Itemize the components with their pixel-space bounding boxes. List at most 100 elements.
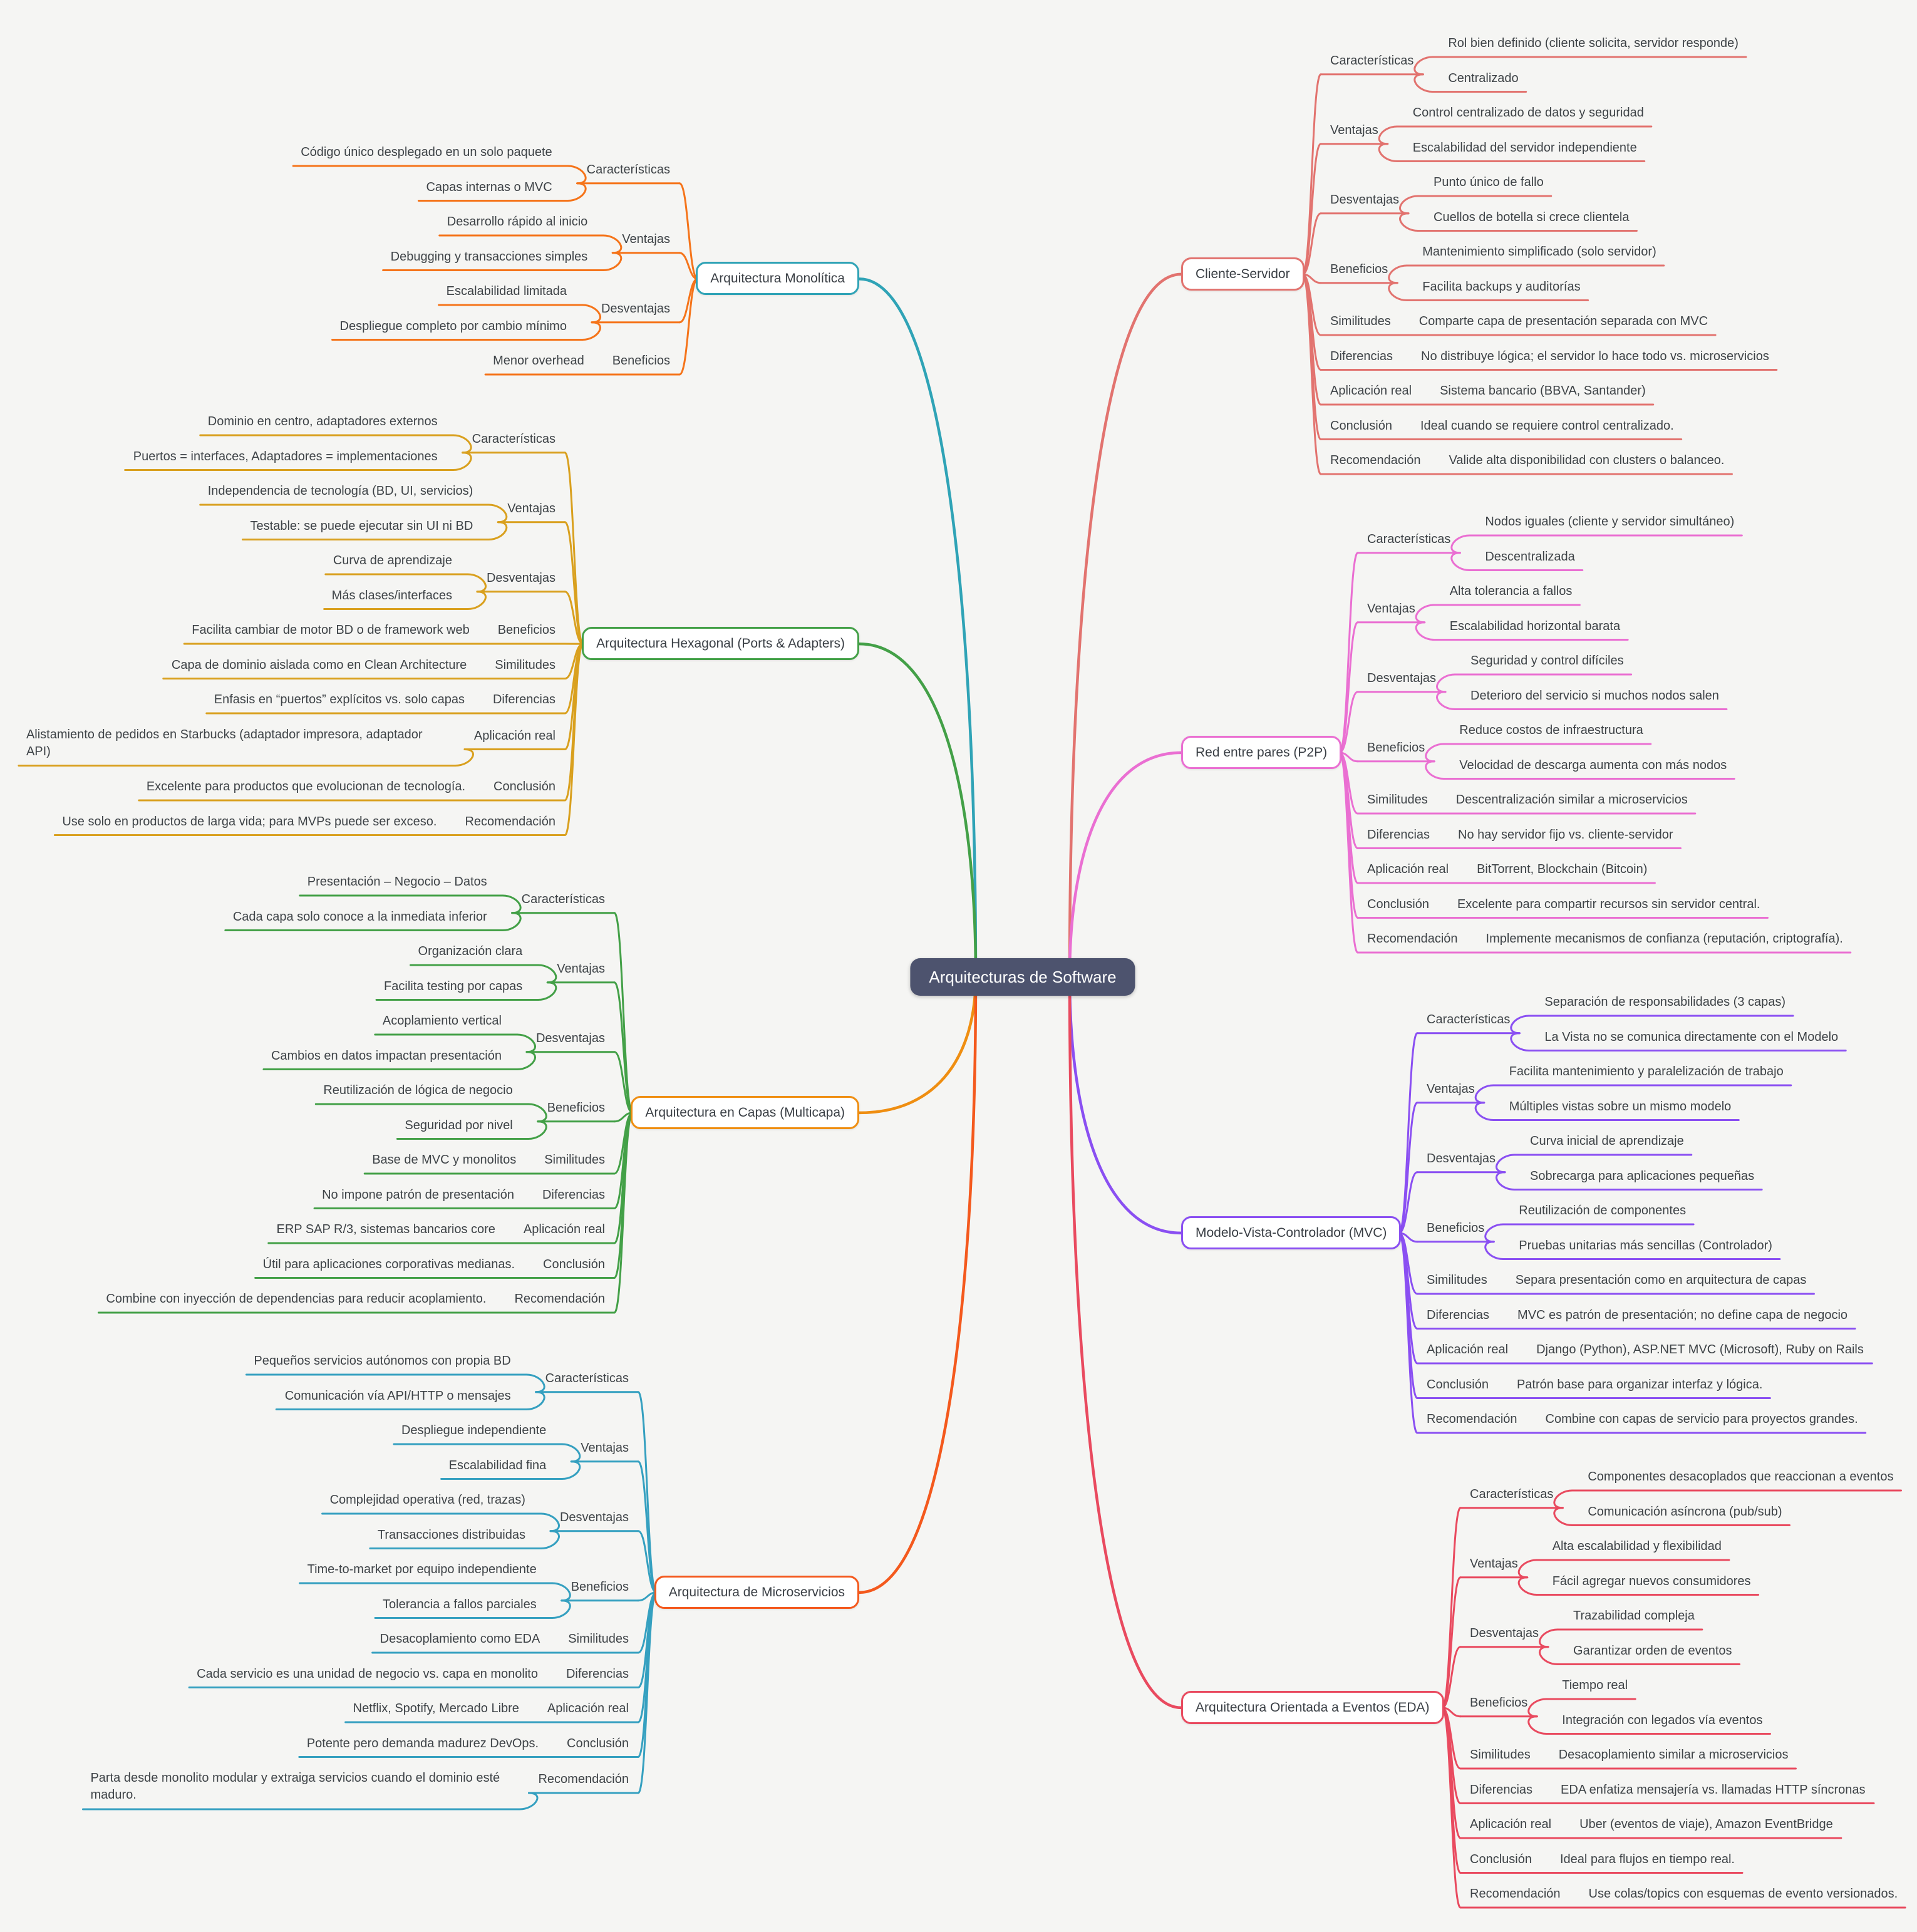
leaf-label[interactable]: Presentación – Negocio – Datos	[307, 875, 487, 889]
leaf-label[interactable]: Rol bien definido (cliente solicita, ser…	[1448, 36, 1739, 50]
leaf-label[interactable]: Django (Python), ASP.NET MVC (Microsoft)…	[1536, 1343, 1864, 1356]
leaf-label[interactable]: Sistema bancario (BBVA, Santander)	[1440, 384, 1646, 398]
leaf-label[interactable]: Acoplamiento vertical	[382, 1014, 502, 1028]
leaf-label[interactable]: Menor overhead	[493, 354, 584, 368]
topic-node-cliente-servidor[interactable]: Cliente-Servidor	[1181, 257, 1305, 291]
category-label[interactable]: Características	[586, 162, 670, 177]
topic-node-eda[interactable]: Arquitectura Orientada a Eventos (EDA)	[1181, 1690, 1444, 1724]
category-label[interactable]: Diferencias	[566, 1666, 629, 1681]
leaf-label[interactable]: Time-to-market por equipo independiente	[307, 1563, 537, 1576]
category-label[interactable]: Características	[472, 431, 555, 446]
topic-node-p2p[interactable]: Red entre pares (P2P)	[1181, 735, 1342, 769]
category-label[interactable]: Recomendación	[465, 814, 555, 829]
category-label[interactable]: Diferencias	[1427, 1308, 1490, 1322]
leaf-label[interactable]: Complejidad operativa (red, trazas)	[329, 1493, 525, 1507]
leaf-label[interactable]: Implemente mecanismos de confianza (repu…	[1486, 932, 1843, 946]
leaf-label[interactable]: Mantenimiento simplificado (solo servido…	[1422, 245, 1656, 259]
category-label[interactable]: Aplicación real	[1470, 1817, 1552, 1831]
leaf-label[interactable]: Componentes desacoplados que reaccionan …	[1588, 1470, 1894, 1484]
category-label[interactable]: Aplicación real	[1367, 862, 1449, 876]
category-label[interactable]: Desventajas	[1427, 1151, 1496, 1165]
leaf-label[interactable]: Netflix, Spotify, Mercado Libre	[353, 1702, 519, 1715]
category-label[interactable]: Ventajas	[557, 961, 605, 976]
leaf-label[interactable]: Use colas/topics con esquemas de evento …	[1588, 1887, 1898, 1901]
category-label[interactable]: Beneficios	[1367, 740, 1425, 755]
leaf-label[interactable]: Punto único de fallo	[1434, 175, 1544, 189]
leaf-label[interactable]: Cada capa solo conoce a la inmediata inf…	[232, 909, 487, 924]
category-label[interactable]: Beneficios	[1330, 262, 1388, 276]
leaf-label[interactable]: Despliegue completo por cambio mínimo	[339, 319, 567, 333]
category-label[interactable]: Conclusión	[543, 1257, 605, 1271]
leaf-label[interactable]: Facilita cambiar de motor BD o de framew…	[192, 623, 470, 637]
leaf-label[interactable]: Garantizar orden de eventos	[1573, 1643, 1732, 1658]
category-label[interactable]: Recomendación	[1427, 1412, 1517, 1426]
category-label[interactable]: Recomendación	[1330, 453, 1421, 467]
leaf-label[interactable]: Cambios en datos impactan presentación	[271, 1048, 502, 1063]
leaf-label[interactable]: Escalabilidad horizontal barata	[1449, 619, 1621, 633]
leaf-label[interactable]: Fácil agregar nuevos consumidores	[1552, 1574, 1751, 1588]
category-label[interactable]: Características	[1367, 532, 1451, 546]
category-label[interactable]: Similitudes	[1427, 1273, 1487, 1287]
category-label[interactable]: Características	[1330, 53, 1414, 68]
category-label[interactable]: Características	[1427, 1012, 1511, 1026]
category-label[interactable]: Beneficios	[1427, 1221, 1485, 1235]
category-label[interactable]: Ventajas	[1470, 1556, 1518, 1571]
category-label[interactable]: Ventajas	[622, 232, 670, 246]
category-label[interactable]: Desventajas	[486, 571, 555, 585]
leaf-label[interactable]: Dominio en centro, adaptadores externos	[207, 415, 438, 428]
topic-node-hexagonal[interactable]: Arquitectura Hexagonal (Ports & Adapters…	[582, 627, 859, 661]
leaf-label[interactable]: Comparte capa de presentación separada c…	[1418, 314, 1708, 328]
category-label[interactable]: Beneficios	[612, 354, 670, 368]
leaf-label[interactable]: Múltiples vistas sobre un mismo modelo	[1509, 1099, 1732, 1113]
category-label[interactable]: Recomendación	[1367, 932, 1458, 946]
category-label[interactable]: Ventajas	[1367, 601, 1415, 616]
leaf-label[interactable]: Desacoplamiento como EDA	[380, 1632, 540, 1646]
leaf-label[interactable]: Pequeños servicios autónomos con propia …	[254, 1354, 511, 1368]
leaf-label[interactable]: Cada servicio es una unidad de negocio v…	[197, 1666, 538, 1681]
leaf-label[interactable]: Independencia de tecnología (BD, UI, ser…	[207, 484, 473, 498]
leaf-label[interactable]: Alta escalabilidad y flexibilidad	[1552, 1539, 1722, 1553]
leaf-label[interactable]: Desacoplamiento similar a microservicios	[1558, 1748, 1789, 1762]
category-label[interactable]: Desventajas	[1330, 192, 1400, 207]
category-label[interactable]: Desventajas	[1470, 1626, 1539, 1640]
leaf-label[interactable]: Reduce costos de infraestructura	[1459, 723, 1643, 737]
leaf-label[interactable]: Seguridad por nivel	[405, 1118, 513, 1132]
leaf-label[interactable]: Facilita backups y auditorías	[1422, 279, 1581, 294]
category-label[interactable]: Ventajas	[581, 1440, 629, 1455]
category-label[interactable]: Beneficios	[497, 623, 555, 637]
category-label[interactable]: Recomendación	[514, 1292, 605, 1306]
leaf-label[interactable]: Control centralizado de datos y segurida…	[1412, 106, 1644, 120]
category-label[interactable]: Diferencias	[1367, 827, 1430, 842]
leaf-label[interactable]: Más clases/interfaces	[331, 588, 452, 602]
category-label[interactable]: Diferencias	[1330, 349, 1393, 363]
leaf-label[interactable]: No distribuye lógica; el servidor lo hac…	[1421, 349, 1769, 363]
leaf-label[interactable]: Testable: se puede ejecutar sin UI ni BD	[250, 519, 473, 533]
leaf-label[interactable]: Potente pero demanda madurez DevOps.	[306, 1736, 539, 1750]
category-label[interactable]: Aplicación real	[1330, 384, 1412, 398]
leaf-label[interactable]: Deterioro del servicio si muchos nodos s…	[1470, 688, 1719, 703]
category-label[interactable]: Desventajas	[1367, 671, 1437, 685]
leaf-label[interactable]: Ideal para flujos en tiempo real.	[1559, 1852, 1735, 1866]
leaf-label[interactable]: Código único desplegado en un solo paque…	[301, 145, 552, 159]
topic-node-capas[interactable]: Arquitectura en Capas (Multicapa)	[631, 1095, 859, 1129]
leaf-label[interactable]: Reutilización de lógica de negocio	[323, 1083, 513, 1097]
leaf-label[interactable]: Enfasis en “puertos” explícitos vs. solo…	[214, 693, 465, 706]
leaf-label[interactable]: ERP SAP R/3, sistemas bancarios core	[276, 1222, 495, 1236]
leaf-label[interactable]: Descentralizada	[1485, 549, 1575, 564]
leaf-label[interactable]: Excelente para compartir recursos sin se…	[1457, 897, 1760, 911]
leaf-label[interactable]: Patrón base para organizar interfaz y ló…	[1516, 1377, 1763, 1392]
leaf-label[interactable]: Reutilización de componentes	[1519, 1204, 1687, 1217]
category-label[interactable]: Desventajas	[601, 301, 670, 316]
leaf-label[interactable]: Comunicación asíncrona (pub/sub)	[1588, 1504, 1782, 1519]
leaf-label[interactable]: Útil para aplicaciones corporativas medi…	[262, 1257, 515, 1271]
leaf-label[interactable]: Tiempo real	[1562, 1678, 1628, 1692]
leaf-label[interactable]: La Vista no se comunica directamente con…	[1544, 1030, 1839, 1044]
leaf-label[interactable]: Desarrollo rápido al inicio	[447, 215, 588, 229]
category-label[interactable]: Conclusión	[1330, 418, 1392, 433]
leaf-label[interactable]: Velocidad de descarga aumenta con más no…	[1459, 758, 1727, 772]
leaf-label[interactable]: Excelente para productos que evolucionan…	[146, 780, 466, 793]
central-topic[interactable]: Arquitecturas de Software	[910, 958, 1135, 996]
category-label[interactable]: Similitudes	[1367, 793, 1428, 807]
leaf-label[interactable]: Organización clara	[418, 944, 523, 958]
leaf-label[interactable]: Cuellos de botella si crece clientela	[1434, 210, 1630, 224]
